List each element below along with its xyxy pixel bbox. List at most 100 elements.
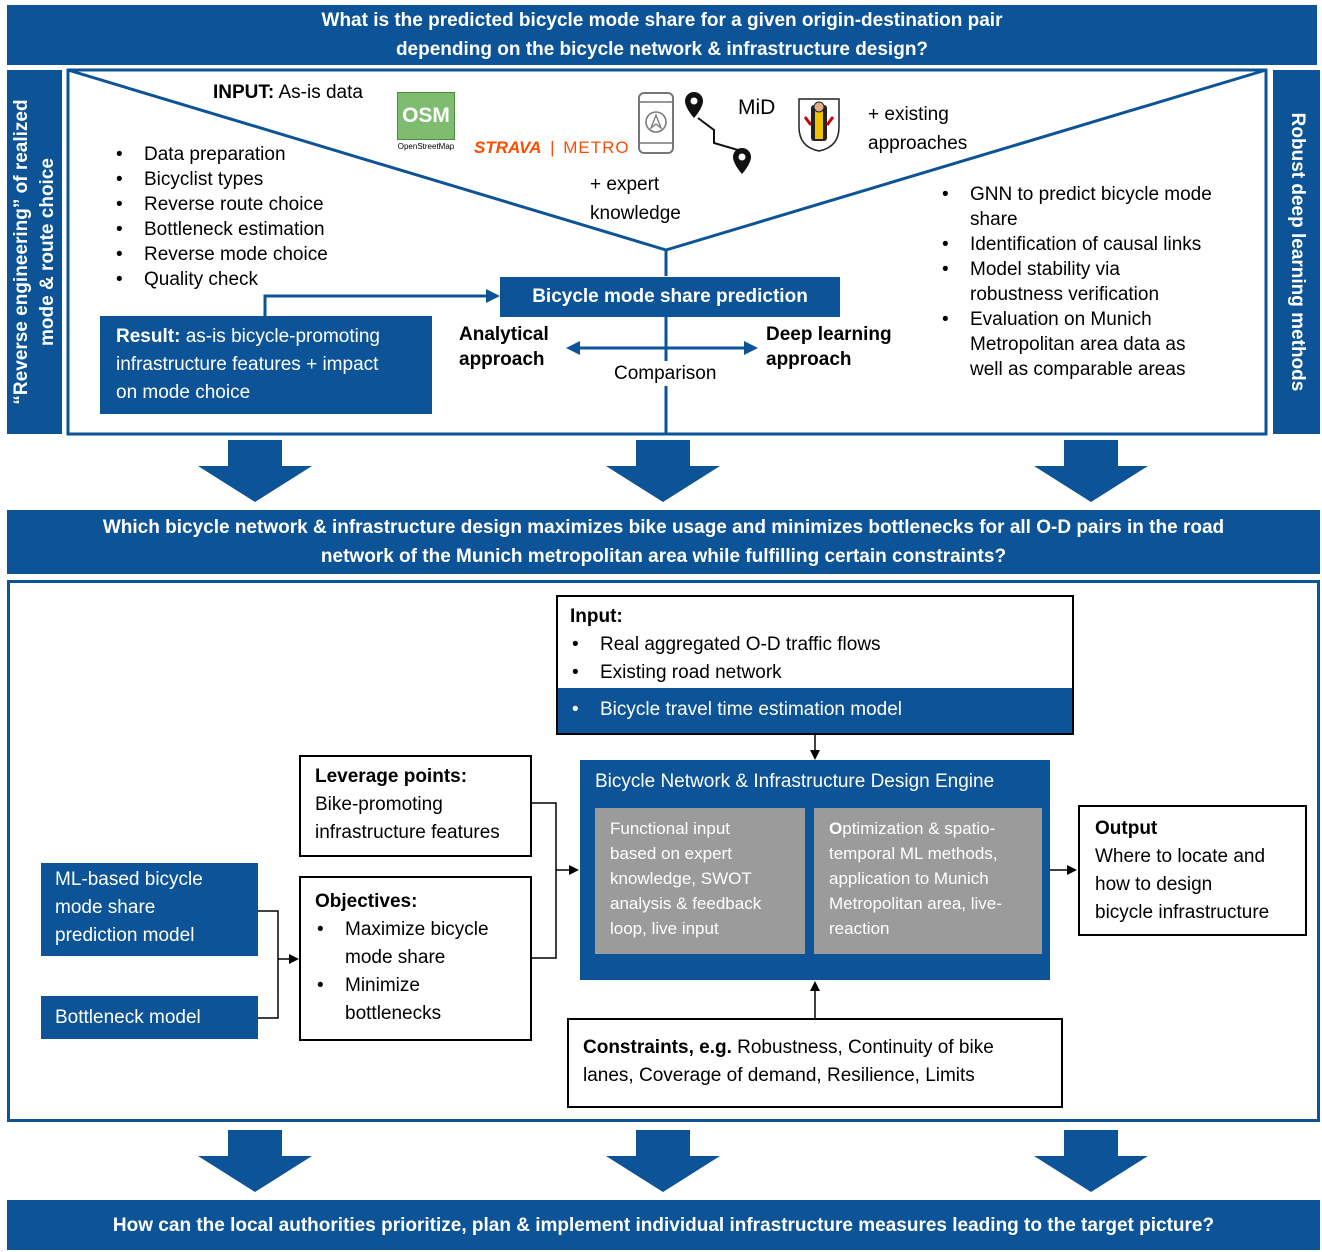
munich-coat-of-arms-icon [798, 98, 840, 152]
engine-right-line: reaction [829, 919, 890, 938]
header-question: What is the predicted bicycle mode share… [7, 5, 1317, 65]
footer-text: How can the local authorities prioritize… [112, 1214, 1215, 1236]
footer-question: How can the local authorities prioritize… [7, 1200, 1320, 1250]
engine-right-line: Metropolitan area, live- [829, 894, 1002, 913]
input-value: As-is data [278, 82, 363, 103]
list-item-line: mode share [345, 947, 446, 968]
engine-left-line: analysis & feedback [610, 894, 762, 913]
osm-logo-mark: OSM [397, 92, 455, 140]
left-vertical-band: “Reverse engineering” of realized mode &… [7, 70, 62, 434]
constraints-label: Constraints, e.g. [583, 1037, 732, 1058]
upper-frame-lines [66, 68, 1268, 436]
down-arrow [1034, 1130, 1148, 1192]
list-item: Quality check [114, 267, 414, 292]
output-line: bicycle infrastructure [1095, 902, 1270, 923]
list-item-line: GNN to predict bicycle mode [970, 184, 1212, 205]
list-item-line: Minimize [345, 975, 420, 996]
middle-line-1: Which bicycle network & infrastructure d… [102, 517, 1225, 538]
right-vertical-band: Robust deep learning methods [1273, 70, 1320, 434]
list-item: Reverse mode choice [114, 242, 414, 267]
existing-line-2: approaches [868, 133, 968, 154]
header-line-2: depending on the bicycle network & infra… [395, 39, 929, 60]
middle-line-2: network of the Munich metropolitan area … [320, 546, 1007, 567]
list-item-line: well as comparable areas [970, 359, 1186, 380]
result-line-3: on mode choice [116, 382, 251, 403]
comparison-label: Comparison [612, 361, 719, 386]
existing-line-1: + existing [868, 104, 949, 125]
leverage-line-1: Bike-promoting [315, 794, 443, 815]
osm-logo-caption: OpenStreetMap [397, 142, 455, 151]
prediction-box: Bicycle mode share prediction [500, 277, 840, 317]
list-item-line: Evaluation on Munich [970, 309, 1152, 330]
expert-line-2: knowledge [590, 203, 681, 224]
down-arrow [198, 1130, 312, 1192]
mid-logo-text: MiD [738, 96, 776, 119]
engine-title: Bicycle Network & Infrastructure Design … [595, 771, 995, 792]
ml-prediction-model-box: ML-based bicycle mode share prediction m… [41, 863, 258, 956]
down-arrow [606, 440, 720, 502]
design-input-title: Input: [570, 606, 623, 627]
down-arrow [1034, 440, 1148, 502]
deep-line-2: approach [766, 349, 852, 370]
list-item: Existing road network [570, 659, 1072, 687]
existing-approaches: + existing approaches [868, 100, 967, 158]
engine-right-initial: O [829, 819, 843, 838]
output-line: how to design [1095, 874, 1213, 895]
output-title: Output [1095, 818, 1158, 839]
list-item-line: Model stability via [970, 259, 1120, 280]
engine-left-line: based on expert [610, 844, 732, 863]
list-item: Real aggregated O-D traffic flows [570, 631, 1072, 659]
down-arrow [606, 1130, 720, 1192]
osm-logo: OSM OpenStreetMap [397, 92, 455, 154]
list-item: Model stability via robustness verificat… [940, 257, 1260, 307]
input-heading: INPUT: As-is data [213, 80, 363, 105]
list-item-line: Identification of causal links [970, 234, 1202, 255]
lower-frame [7, 580, 1320, 1122]
engine-left-line: Functional input [610, 819, 731, 838]
list-item: Minimize bottlenecks [315, 972, 530, 1028]
header-line-1: What is the predicted bicycle mode share… [321, 10, 1003, 31]
result-label: Result: [116, 326, 181, 347]
design-engine-box: Bicycle Network & Infrastructure Design … [580, 760, 1050, 980]
list-item-line: share [970, 209, 1018, 230]
result-line-2: infrastructure features + impact [116, 354, 379, 375]
list-item-line: bottlenecks [345, 1003, 442, 1024]
deep-learning-methods-list: GNN to predict bicycle mode share Identi… [940, 182, 1260, 382]
list-item-line: Metropolitan area data as [970, 334, 1186, 355]
list-item: Identification of causal links [940, 232, 1260, 257]
leverage-points-box: Leverage points: Bike-promoting infrastr… [299, 755, 532, 857]
leverage-title: Leverage points: [315, 766, 468, 787]
down-arrows-row-2 [198, 1130, 1148, 1192]
expert-knowledge: + expert knowledge [590, 170, 681, 228]
engine-right-line: ptimization & spatio- [842, 819, 996, 838]
list-item: Bottleneck estimation [114, 217, 414, 242]
objectives-title: Objectives: [315, 891, 418, 912]
lower-connector-lines [258, 734, 1077, 1019]
analytical-line-2: approach [459, 349, 545, 370]
objectives-box: Objectives: Maximize bicycle mode share … [299, 876, 532, 1041]
deep-learning-approach: Deep learning approach [766, 322, 892, 372]
engine-optimization: Optimization & spatio- temporal ML metho… [814, 808, 1042, 954]
constraints-line-1: Robustness, Continuity of bike [737, 1037, 994, 1058]
input-label: INPUT: [213, 82, 275, 103]
reverse-engineering-steps-list: Data preparation Bicyclist types Reverse… [114, 142, 414, 292]
strava-logo-text: STRAVA [474, 138, 542, 157]
list-item-line: robustness verification [970, 284, 1160, 305]
list-item: Bicyclist types [114, 167, 414, 192]
constraints-line-2: lanes, Coverage of demand, Resilience, L… [583, 1065, 975, 1086]
ml-line-3: prediction model [55, 925, 195, 946]
list-item-line: Maximize bicycle [345, 919, 489, 940]
travel-time-model-highlight: •Bicycle travel time estimation model [558, 688, 1072, 733]
output-line: Where to locate and [1095, 846, 1266, 867]
engine-right-line: temporal ML methods, [829, 844, 998, 863]
middle-question: Which bicycle network & infrastructure d… [7, 510, 1320, 574]
list-item: Maximize bicycle mode share [315, 916, 530, 972]
engine-functional-input: Functional input based on expert knowled… [595, 808, 805, 954]
phone-route-icon [638, 92, 751, 174]
ml-line-1: ML-based bicycle [55, 869, 203, 890]
result-box: Result: as-is bicycle-promoting infrastr… [100, 316, 432, 414]
engine-right-line: application to Munich [829, 869, 989, 888]
design-input-box: Input: Real aggregated O-D traffic flows… [556, 595, 1074, 735]
bottleneck-model-box: Bottleneck model [41, 996, 258, 1039]
analytical-line-1: Analytical [459, 324, 549, 345]
